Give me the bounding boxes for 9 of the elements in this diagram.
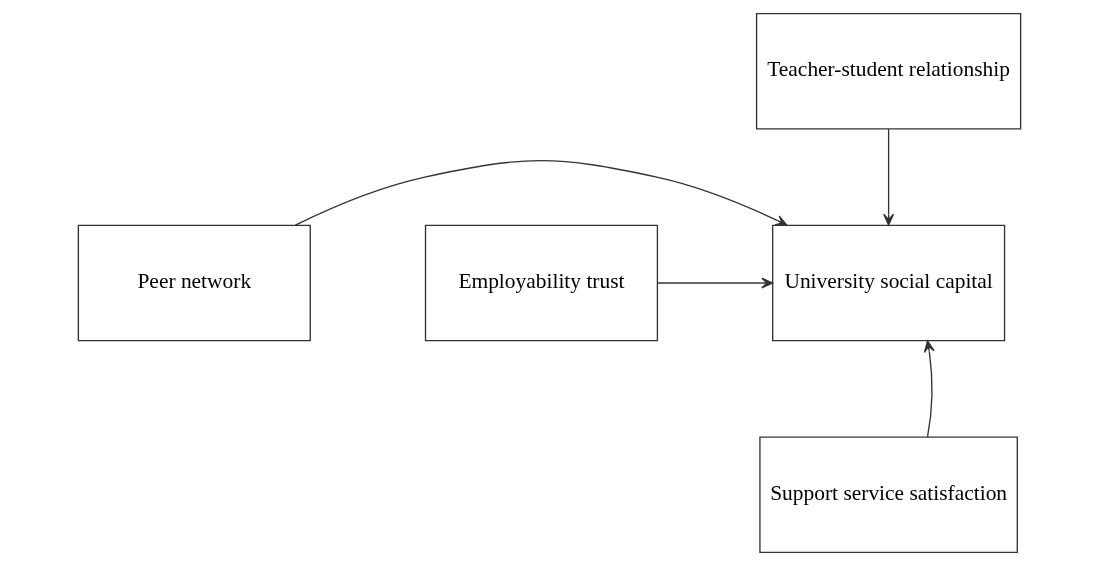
arrow	[882, 128, 894, 226]
node-box: Peer network	[77, 224, 311, 342]
node-box: Employability trust	[424, 224, 658, 342]
arrow	[294, 159, 788, 226]
node-box: Teacher-student relationship	[755, 12, 1021, 130]
arrow	[923, 340, 935, 438]
arrow	[656, 277, 773, 289]
node-box: University social capital	[771, 224, 1005, 342]
node-box: Support service satisfaction	[758, 436, 1018, 554]
